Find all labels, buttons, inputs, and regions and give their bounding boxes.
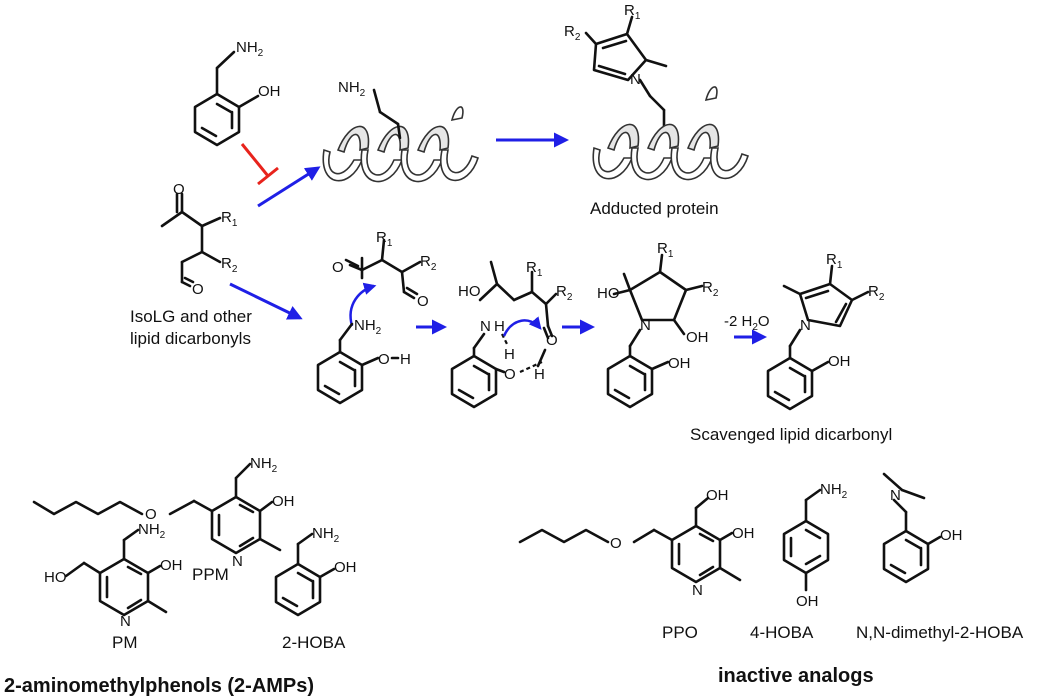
step1-o-aldehyde: O [417,293,429,310]
mechanism-step1: O R1 R2 O NH2 O H [316,229,437,405]
step2-r1: R1 [526,259,543,279]
product-r1: R1 [826,251,843,271]
step1-nh2: NH2 [354,317,382,337]
ppo-oh: OH [732,525,755,542]
pm-label: PM [112,633,138,652]
helix1-nh2: NH2 [338,79,366,99]
adduct-n: N [630,71,641,88]
pm-oh: OH [160,557,183,574]
nn-n: N [890,487,901,504]
step3-n: N [640,317,651,334]
ppm-label: PPM [192,565,229,584]
isolg-label-line2: lipid dicarbonyls [130,329,251,348]
ppo-label: PPO [662,623,698,642]
adduct-r2: R2 [564,23,581,43]
isolg-structure: O R1 R2 O [160,181,238,298]
step3-phenol-oh: OH [668,355,691,372]
reaction-arrow-to-protein [257,166,321,208]
scavenged-label: Scavenged lipid dicarbonyl [690,425,892,444]
protein-helix-1: NH2 [322,79,479,183]
step3-r2: R2 [702,279,719,299]
pm-structure: NH2 OH HO N [44,521,183,630]
step3-oh: OH [686,329,709,346]
ppm-o: O [145,506,157,523]
pm-ho: HO [44,569,67,586]
hoba4-label: 4-HOBA [750,623,814,642]
step2-ho: HO [458,283,481,300]
adducted-protein-structure: R2 R1 N [564,2,749,181]
isolg-label-line1: IsoLG and other [130,307,252,326]
nn-dimethyl-structure: N OH [882,472,963,584]
step2-h2: H [534,366,545,383]
step1-oh-o: O [378,351,390,368]
step2-nh: H [494,318,505,335]
nh2-label: NH2 [236,39,264,59]
step3-r1: R1 [657,240,674,260]
ppo-o: O [610,535,622,552]
step1-o-ketone: O [332,259,344,276]
adduct-r1: R1 [624,2,641,22]
hoba4-structure: NH2 OH [782,481,848,610]
scavenged-product-structure: R1 R2 N OH [766,251,885,411]
hoba2-oh: OH [334,559,357,576]
hoba2-nh2: NH2 [312,525,340,545]
step2-n: N [480,318,491,335]
product-r2: R2 [868,283,885,303]
amps-title: 2-aminomethylphenols (2-AMPs) [4,675,314,697]
step2-phenol-o: O [504,366,516,383]
inactive-title: inactive analogs [718,665,874,687]
ppm-oh: OH [272,493,295,510]
pm-n: N [120,613,131,630]
hoba4-oh: OH [796,593,819,610]
mechanism-step3: HO R1 R2 N OH OH [597,240,719,409]
step3-ho: HO [597,285,620,302]
product-oh: OH [828,353,851,370]
step1-r2: R2 [420,253,437,273]
ppo-oh-top: OH [706,487,729,504]
isolg-o2: O [192,281,204,298]
curved-electron-arrow-2 [502,316,542,337]
hoba2-label: 2-HOBA [282,633,346,652]
curved-electron-arrow [349,282,377,327]
step1-r1: R1 [376,229,393,249]
reaction-arrow-to-mechanism [229,282,303,320]
ppm-structure: NH2 OH O N [32,455,295,570]
step2-h1: H [504,346,515,363]
hoba-top-structure: NH2 OH [193,39,281,147]
step2-r2: R2 [556,283,573,303]
isolg-o1: O [173,181,185,198]
nn-oh: OH [940,527,963,544]
oh-label: OH [258,83,281,100]
isolg-r2: R2 [221,255,238,275]
step1-oh-h: H [400,351,411,368]
hoba2-structure: NH2 OH [274,525,357,617]
step2-o-ald: O [546,332,558,349]
product-n: N [800,317,811,334]
mechanism-step2: HO R1 R2 N H H O O H [450,259,573,409]
pm-nh2: NH2 [138,521,166,541]
isolg-r1: R1 [221,209,238,229]
minus-water-label: -2 H2O [724,313,770,333]
hoba4-nh2: NH2 [820,481,848,501]
ppm-nh2: NH2 [250,455,278,475]
adducted-protein-label: Adducted protein [590,199,719,218]
ppo-structure: OH OH O N [518,487,755,599]
ppm-n: N [232,553,243,570]
ppo-n: N [692,582,703,599]
nn-dimethyl-label: N,N-dimethyl-2-HOBA [856,623,1024,642]
inhibition-bar [240,143,279,186]
